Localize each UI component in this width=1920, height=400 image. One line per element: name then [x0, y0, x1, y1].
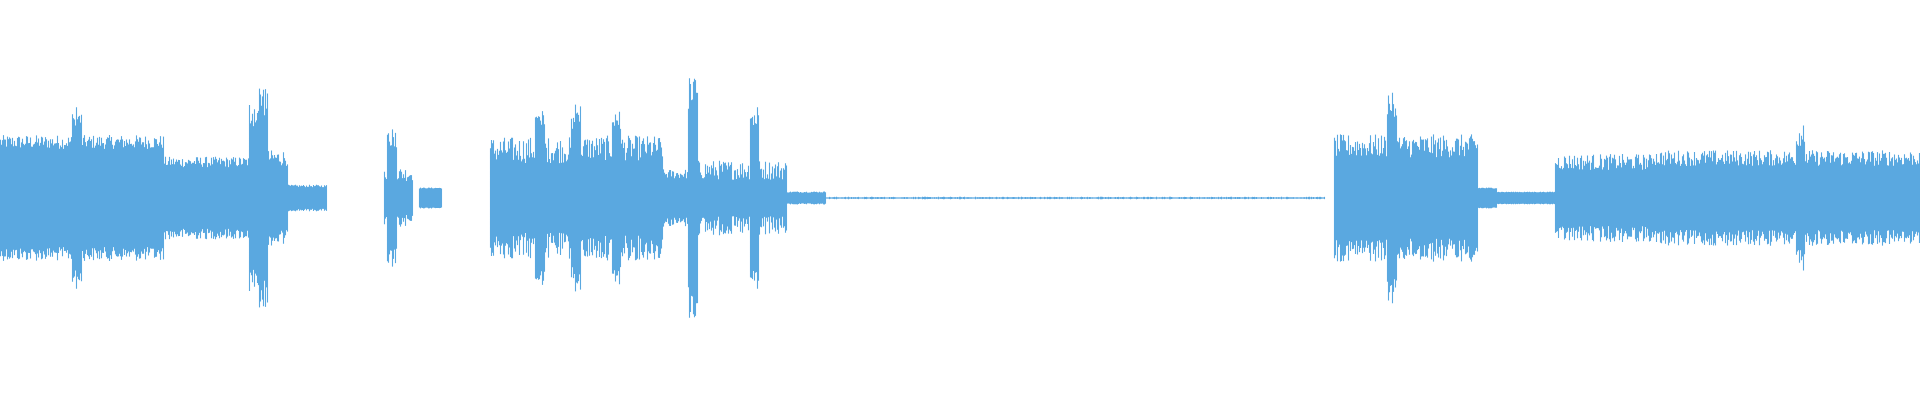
waveform-bars — [0, 78, 1920, 318]
waveform-trace — [0, 78, 1920, 318]
